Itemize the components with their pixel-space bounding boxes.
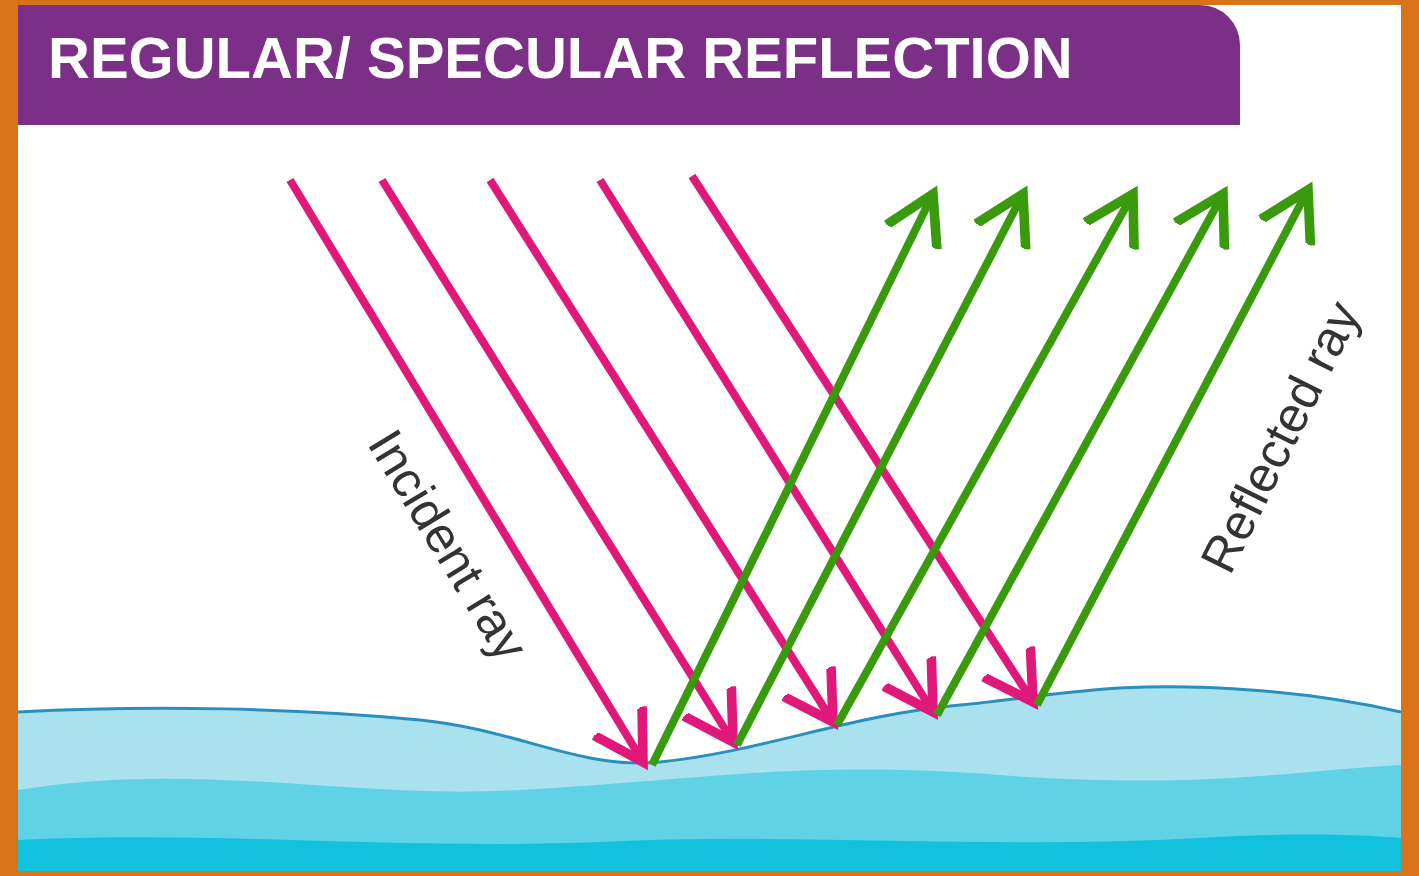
picture-frame: REGULAR/ SPECULAR REFLECTION Incident ra… — [18, 5, 1401, 871]
reflection-illustration — [18, 5, 1401, 871]
title-text: REGULAR/ SPECULAR REFLECTION — [48, 29, 1073, 87]
ray-label: Reflected ray — [1192, 294, 1368, 580]
title-banner: REGULAR/ SPECULAR REFLECTION — [18, 5, 1240, 125]
